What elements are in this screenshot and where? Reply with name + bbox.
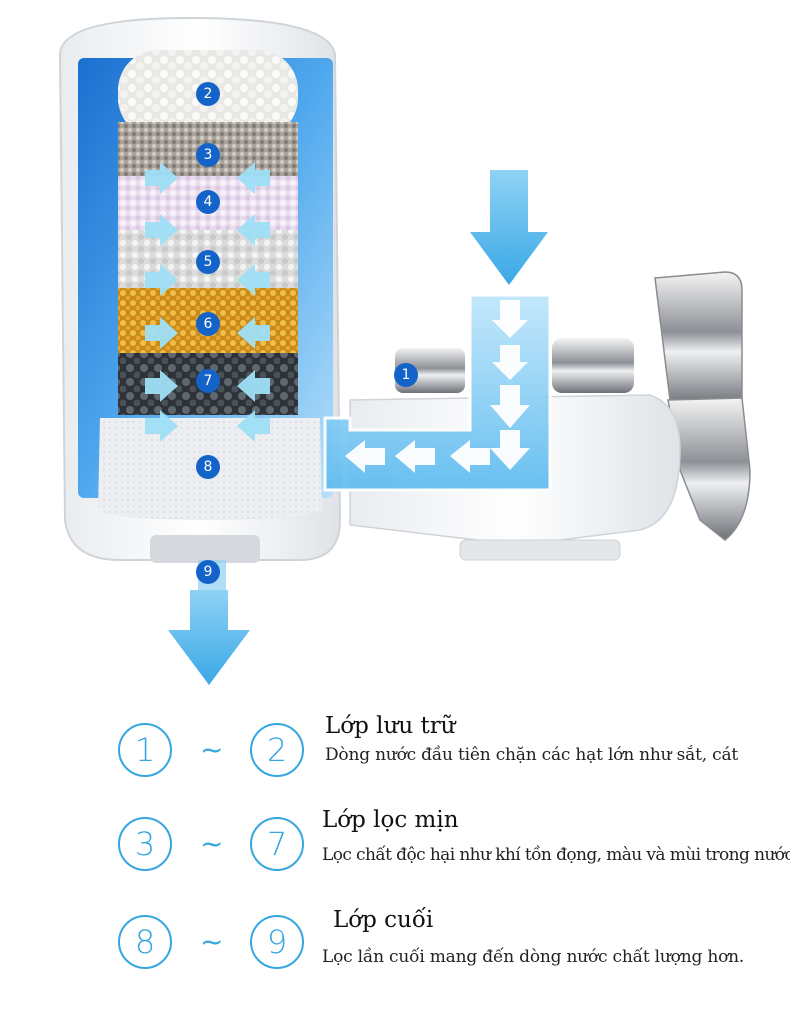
filter-diagram: 1 2 3 4 5 6 7 8 9: [58, 16, 751, 685]
inward-arrows: [145, 162, 270, 442]
faucet-handle: [654, 271, 751, 541]
badge-7: 7: [196, 369, 220, 393]
badge-9: 9: [196, 560, 220, 584]
range-end-marker: 9: [250, 915, 304, 969]
range-start-marker: 8: [118, 915, 172, 969]
badge-3: 3: [196, 143, 220, 167]
legend-description: Lọc chất độc hại như khí tồn đọng, màu v…: [322, 845, 790, 865]
badge-6: 6: [196, 312, 220, 336]
range-end-marker: 7: [250, 817, 304, 871]
inlet-arrow: [470, 170, 548, 285]
svg-text:2: 2: [204, 86, 213, 102]
svg-text:6: 6: [204, 316, 213, 332]
range-separator: ~: [200, 827, 224, 860]
range-start-marker: 3: [118, 817, 172, 871]
legend-description: Lọc lần cuối mang đến dòng nước chất lượ…: [322, 947, 745, 967]
svg-text:5: 5: [204, 254, 213, 270]
range-start-marker: 1: [118, 723, 172, 777]
badge-2: 2: [196, 82, 220, 106]
range-end-marker: 2: [250, 723, 304, 777]
badge-4: 4: [196, 190, 220, 214]
svg-text:8: 8: [204, 459, 213, 475]
outlet-arrow: [168, 590, 250, 685]
legend-title: Lớp lọc mịn: [322, 807, 459, 833]
svg-text:1: 1: [402, 367, 411, 383]
legend-row-3: 8 ~ 9 Lớp cuối Lọc lần cuối mang đến dòn…: [0, 905, 790, 1005]
legend-row-1: 1 ~ 2 Lớp lưu trữ Dòng nước đầu tiên chặ…: [0, 705, 790, 805]
svg-text:4: 4: [204, 194, 213, 210]
badge-5: 5: [196, 250, 220, 274]
legend-title: Lớp cuối: [333, 907, 434, 933]
svg-text:9: 9: [204, 564, 213, 580]
legend-row-2: 3 ~ 7 Lớp lọc mịn Lọc chất độc hại như k…: [0, 805, 790, 905]
svg-text:3: 3: [204, 147, 213, 163]
range-separator: ~: [200, 733, 224, 766]
legend-title: Lớp lưu trữ: [325, 713, 456, 739]
badge-8: 8: [196, 455, 220, 479]
range-separator: ~: [200, 925, 224, 958]
flow-arrows: [345, 300, 530, 473]
badge-1: 1: [394, 363, 418, 387]
svg-text:7: 7: [204, 373, 213, 389]
legend-description: Dòng nước đầu tiên chặn các hạt lớn như …: [325, 745, 739, 765]
water-pipe: [323, 293, 552, 492]
